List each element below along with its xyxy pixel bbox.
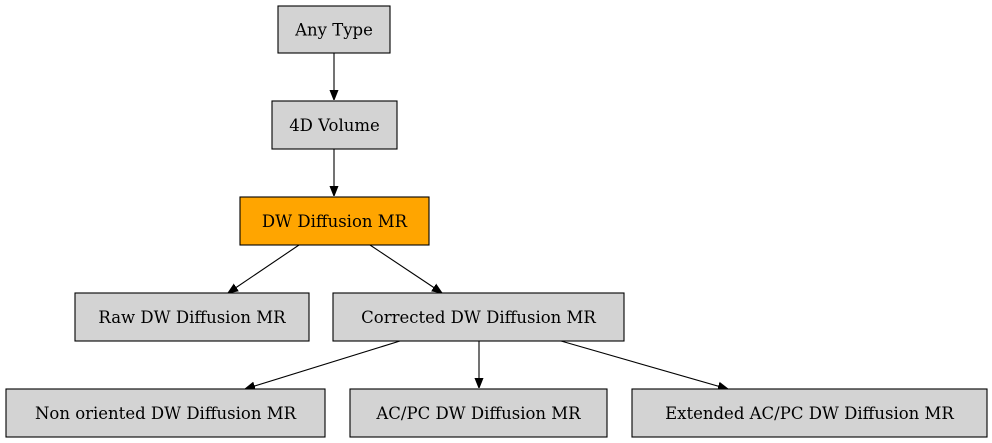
node-box xyxy=(5,388,326,438)
node-box xyxy=(239,196,430,246)
node-box xyxy=(271,100,398,150)
node-box xyxy=(74,292,310,342)
node-4d-volume[interactable]: 4D Volume xyxy=(271,100,398,150)
node-box xyxy=(277,5,391,54)
node-label: Extended AC/PC DW Diffusion MR xyxy=(665,404,954,423)
node-acpc-dw-diffusion-mr[interactable]: AC/PC DW Diffusion MR xyxy=(349,388,608,438)
node-label: AC/PC DW Diffusion MR xyxy=(375,404,581,423)
node-non-oriented-dw-diffusion-mr[interactable]: Non oriented DW Diffusion MR xyxy=(5,388,326,438)
edge-corrected-dw-diffusion-mr-to-non-oriented-dw-diffusion-mr xyxy=(245,340,401,389)
node-box xyxy=(332,292,625,342)
node-box xyxy=(631,388,988,438)
node-corrected-dw-diffusion-mr[interactable]: Corrected DW Diffusion MR xyxy=(332,292,625,342)
edges-layer xyxy=(228,53,728,389)
node-label: Corrected DW Diffusion MR xyxy=(361,308,596,327)
node-label: Non oriented DW Diffusion MR xyxy=(35,404,297,423)
node-label: 4D Volume xyxy=(289,116,380,135)
node-label: Raw DW Diffusion MR xyxy=(98,308,286,327)
node-extended-acpc-dw-diffusion-mr[interactable]: Extended AC/PC DW Diffusion MR xyxy=(631,388,988,438)
node-any-type[interactable]: Any Type xyxy=(277,5,391,54)
node-dw-diffusion-mr[interactable]: DW Diffusion MR xyxy=(239,196,430,246)
edge-dw-diffusion-mr-to-corrected-dw-diffusion-mr xyxy=(369,244,442,293)
node-label: DW Diffusion MR xyxy=(262,212,408,231)
node-box xyxy=(349,388,608,438)
nodes-layer: Any Type 4D Volume DW Diffusion MR Raw D… xyxy=(5,5,988,438)
edge-dw-diffusion-mr-to-raw-dw-diffusion-mr xyxy=(228,244,300,293)
edge-corrected-dw-diffusion-mr-to-extended-acpc-dw-diffusion-mr xyxy=(560,340,728,389)
node-raw-dw-diffusion-mr[interactable]: Raw DW Diffusion MR xyxy=(74,292,310,342)
node-label: Any Type xyxy=(294,21,373,40)
